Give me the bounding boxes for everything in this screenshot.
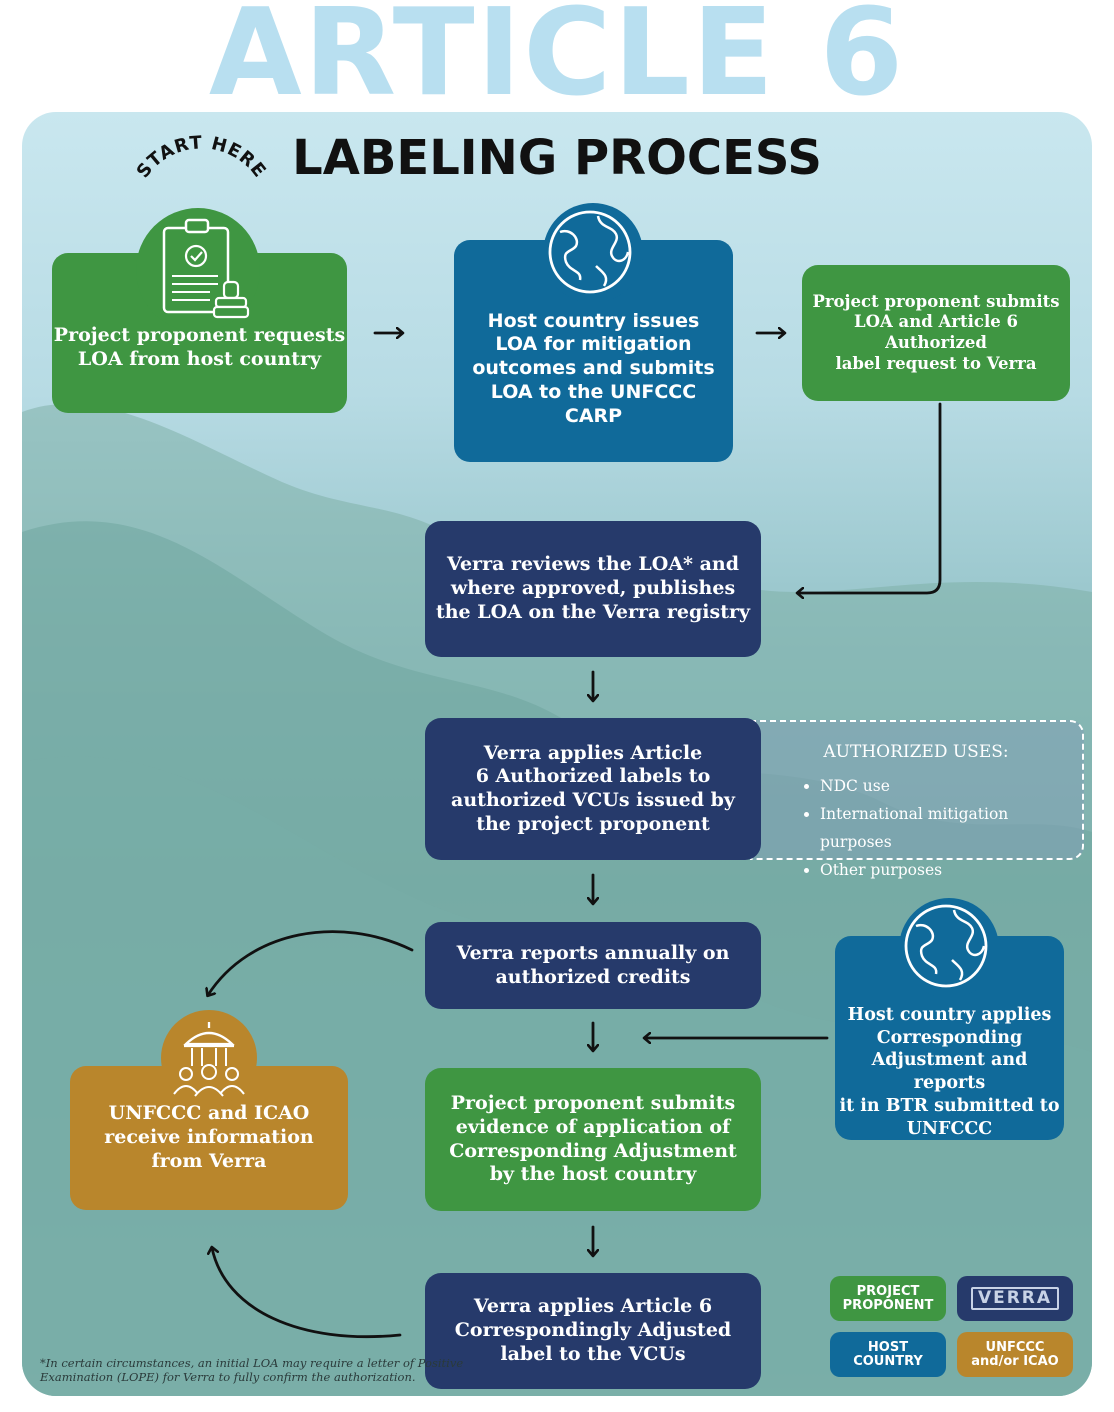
legend-host-country-label: HOST COUNTRY — [853, 1339, 923, 1369]
authorized-use-item: International mitigation purposes — [820, 800, 1082, 856]
step-verra-reviews: Verra reviews the LOA* and where approve… — [425, 521, 761, 657]
step-host-issues-loa-text: Host country issues LOA for mitigation o… — [472, 309, 715, 427]
step-verra-ca-label: Verra applies Article 6 Correspondingly … — [425, 1273, 761, 1389]
legend-project-proponent-label: PROJECT PROPONENT — [842, 1283, 934, 1313]
hero-title: ARTICLE 6 — [208, 0, 906, 123]
footnote: *In certain circumstances, an initial LO… — [40, 1356, 464, 1385]
legend-verra-label: VERRA — [970, 1286, 1060, 1311]
step-host-applies-ca-text: Host country applies Corresponding Adjus… — [839, 1004, 1060, 1139]
step-request-loa-text: Project proponent requests LOA from host… — [53, 324, 346, 370]
step-host-applies-ca: Host country applies Corresponding Adjus… — [835, 936, 1064, 1140]
page-subtitle: LABELING PROCESS — [292, 130, 822, 186]
step-verra-applies-authorized-text: Verra applies Article 6 Authorized label… — [451, 741, 735, 835]
step-verra-reviews-text: Verra reviews the LOA* and where approve… — [435, 553, 751, 623]
step-request-loa: Project proponent requests LOA from host… — [52, 253, 347, 413]
legend-unfccc-icao-label: UNFCCC and/or ICAO — [971, 1339, 1059, 1369]
legend-unfccc-icao: UNFCCC and/or ICAO — [957, 1332, 1073, 1377]
step-submit-evidence-text: Project proponent submits evidence of ap… — [449, 1092, 737, 1186]
step-verra-reports: Verra reports annually on authorized cre… — [425, 922, 761, 1009]
step-submit-label-request-text: Project proponent submits LOA and Articl… — [812, 291, 1060, 373]
step-unfccc-receive-text: UNFCCC and ICAO receive information from… — [104, 1102, 314, 1172]
step-host-issues-loa: Host country issues LOA for mitigation o… — [454, 240, 733, 462]
authorized-use-item: Other purposes — [820, 856, 1082, 884]
step-verra-ca-label-text: Verra applies Article 6 Correspondingly … — [454, 1295, 732, 1365]
step-submit-label-request: Project proponent submits LOA and Articl… — [802, 265, 1070, 401]
authorized-uses-list: NDC use International mitigation purpose… — [790, 772, 1082, 884]
step-submit-evidence: Project proponent submits evidence of ap… — [425, 1068, 761, 1211]
legend-project-proponent: PROJECT PROPONENT — [830, 1276, 946, 1321]
legend-verra: VERRA — [957, 1276, 1073, 1321]
authorized-uses-title: AUTHORIZED USES: — [823, 742, 1009, 762]
step-verra-applies-authorized: Verra applies Article 6 Authorized label… — [425, 718, 761, 860]
legend-host-country: HOST COUNTRY — [830, 1332, 946, 1377]
authorized-uses-box: AUTHORIZED USES: NDC use International m… — [750, 720, 1084, 879]
authorized-use-item: NDC use — [820, 772, 1082, 800]
step-unfccc-receive: UNFCCC and ICAO receive information from… — [70, 1066, 348, 1210]
step-verra-reports-text: Verra reports annually on authorized cre… — [456, 941, 730, 988]
